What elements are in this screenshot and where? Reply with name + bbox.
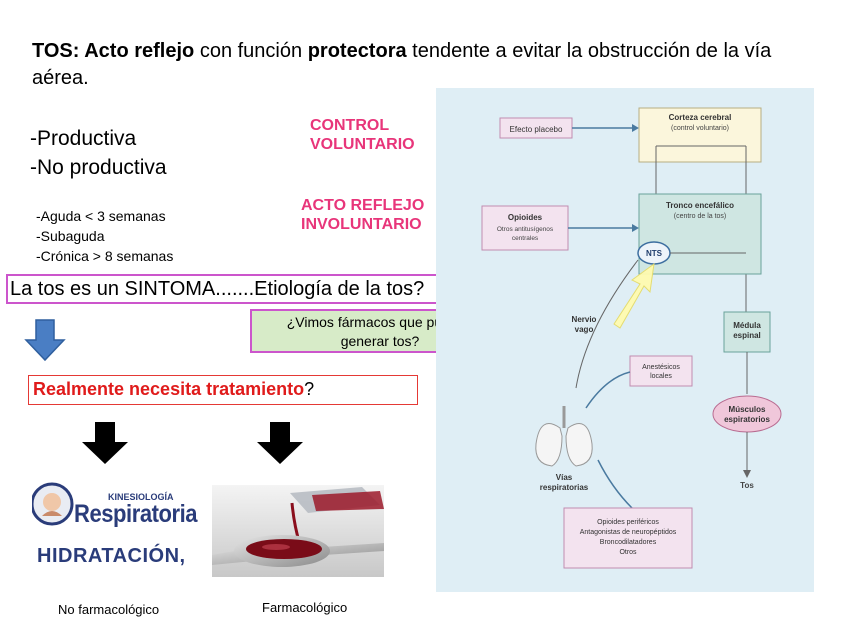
kinesiologia-big-text: Respiratoria [74, 500, 197, 529]
caption-farmacologico: Farmacológico [262, 600, 347, 615]
control-line-2: VOLUNTARIO [310, 135, 415, 154]
title-acto-reflejo: Acto reflejo [79, 40, 194, 62]
type-productiva: -Productiva [30, 124, 167, 153]
nervio-line-1: Nervio [572, 315, 597, 324]
slide-title: TOS: Acto reflejo con función protectora… [32, 38, 822, 92]
musculos-line-1: Músculos [729, 405, 766, 414]
efecto-placebo-text: Efecto placebo [510, 125, 563, 134]
caption-no-farmacologico: No farmacológico [58, 602, 159, 617]
corteza-sub: (control voluntario) [671, 125, 729, 132]
anestesicos-box [630, 356, 692, 386]
musculos-node [713, 396, 781, 432]
sintoma-box: La tos es un SINTOMA.......Etiología de … [6, 274, 509, 304]
acto-reflejo-label: ACTO REFLEJO INVOLUNTARIO [301, 196, 424, 234]
cough-reflex-diagram: Efecto placebo Corteza cerebral (control… [436, 88, 814, 592]
control-voluntario-label: CONTROL VOLUNTARIO [310, 116, 415, 154]
anestesicos-line-1: Anestésicos [642, 364, 680, 371]
cough-types: -Productiva -No productiva [30, 124, 167, 182]
nts-text: NTS [646, 249, 663, 258]
type-no-productiva: -No productiva [30, 153, 167, 182]
title-protectora: protectora [308, 40, 407, 62]
tratamiento-box: Realmente necesita tratamiento? [28, 375, 418, 405]
cough-durations: -Aguda < 3 semanas -Subaguda -Crónica > … [36, 206, 173, 266]
reflex-line-2: INVOLUNTARIO [301, 215, 424, 234]
perifericos-box [564, 508, 692, 568]
anestesicos-line-2: locales [650, 373, 672, 380]
perifericos-line-1: Opioides periféricos [597, 519, 659, 526]
tronco-title: Tronco encefálico [666, 201, 734, 210]
opioides-sub-2: centrales [512, 235, 539, 242]
duration-cronica: -Crónica > 8 semanas [36, 246, 173, 266]
medula-line-1: Médula [733, 321, 761, 330]
tratamiento-text: Realmente necesita tratamiento [33, 379, 304, 399]
black-down-arrow-left-icon [80, 420, 130, 466]
black-down-arrow-right-icon [255, 420, 305, 466]
duration-subaguda: -Subaguda [36, 226, 173, 246]
vias-line-1: Vías [556, 473, 573, 482]
tronco-sub: (centro de la tos) [674, 213, 727, 220]
reflex-line-1: ACTO REFLEJO [301, 196, 424, 215]
opioides-title: Opioides [508, 213, 543, 222]
corteza-title: Corteza cerebral [669, 113, 732, 122]
blue-down-arrow-icon [24, 318, 66, 362]
nervio-line-2: vago [575, 325, 594, 334]
tratamiento-question-mark: ? [304, 379, 314, 399]
title-text-1: con función [194, 40, 307, 62]
hidratacion-text: HIDRATACIÓN, [37, 545, 186, 568]
tos-text: Tos [740, 481, 754, 490]
duration-aguda: -Aguda < 3 semanas [36, 206, 173, 226]
kinesiologia-logo: KINESIOLOGÍA Respiratoria [32, 476, 182, 536]
perifericos-line-3: Broncodilatadores [600, 539, 657, 546]
vias-line-2: respiratorias [540, 483, 589, 492]
medula-line-2: espinal [733, 331, 761, 340]
title-tos: TOS: [32, 40, 79, 62]
control-line-1: CONTROL [310, 116, 415, 135]
opioides-sub-1: Otros antitusígenos [497, 226, 554, 233]
musculos-line-2: espiratorios [724, 415, 770, 424]
syrup-spoon-image [212, 485, 384, 577]
perifericos-line-2: Antagonistas de neuropéptidos [580, 529, 677, 536]
perifericos-line-4: Otros [619, 549, 637, 556]
